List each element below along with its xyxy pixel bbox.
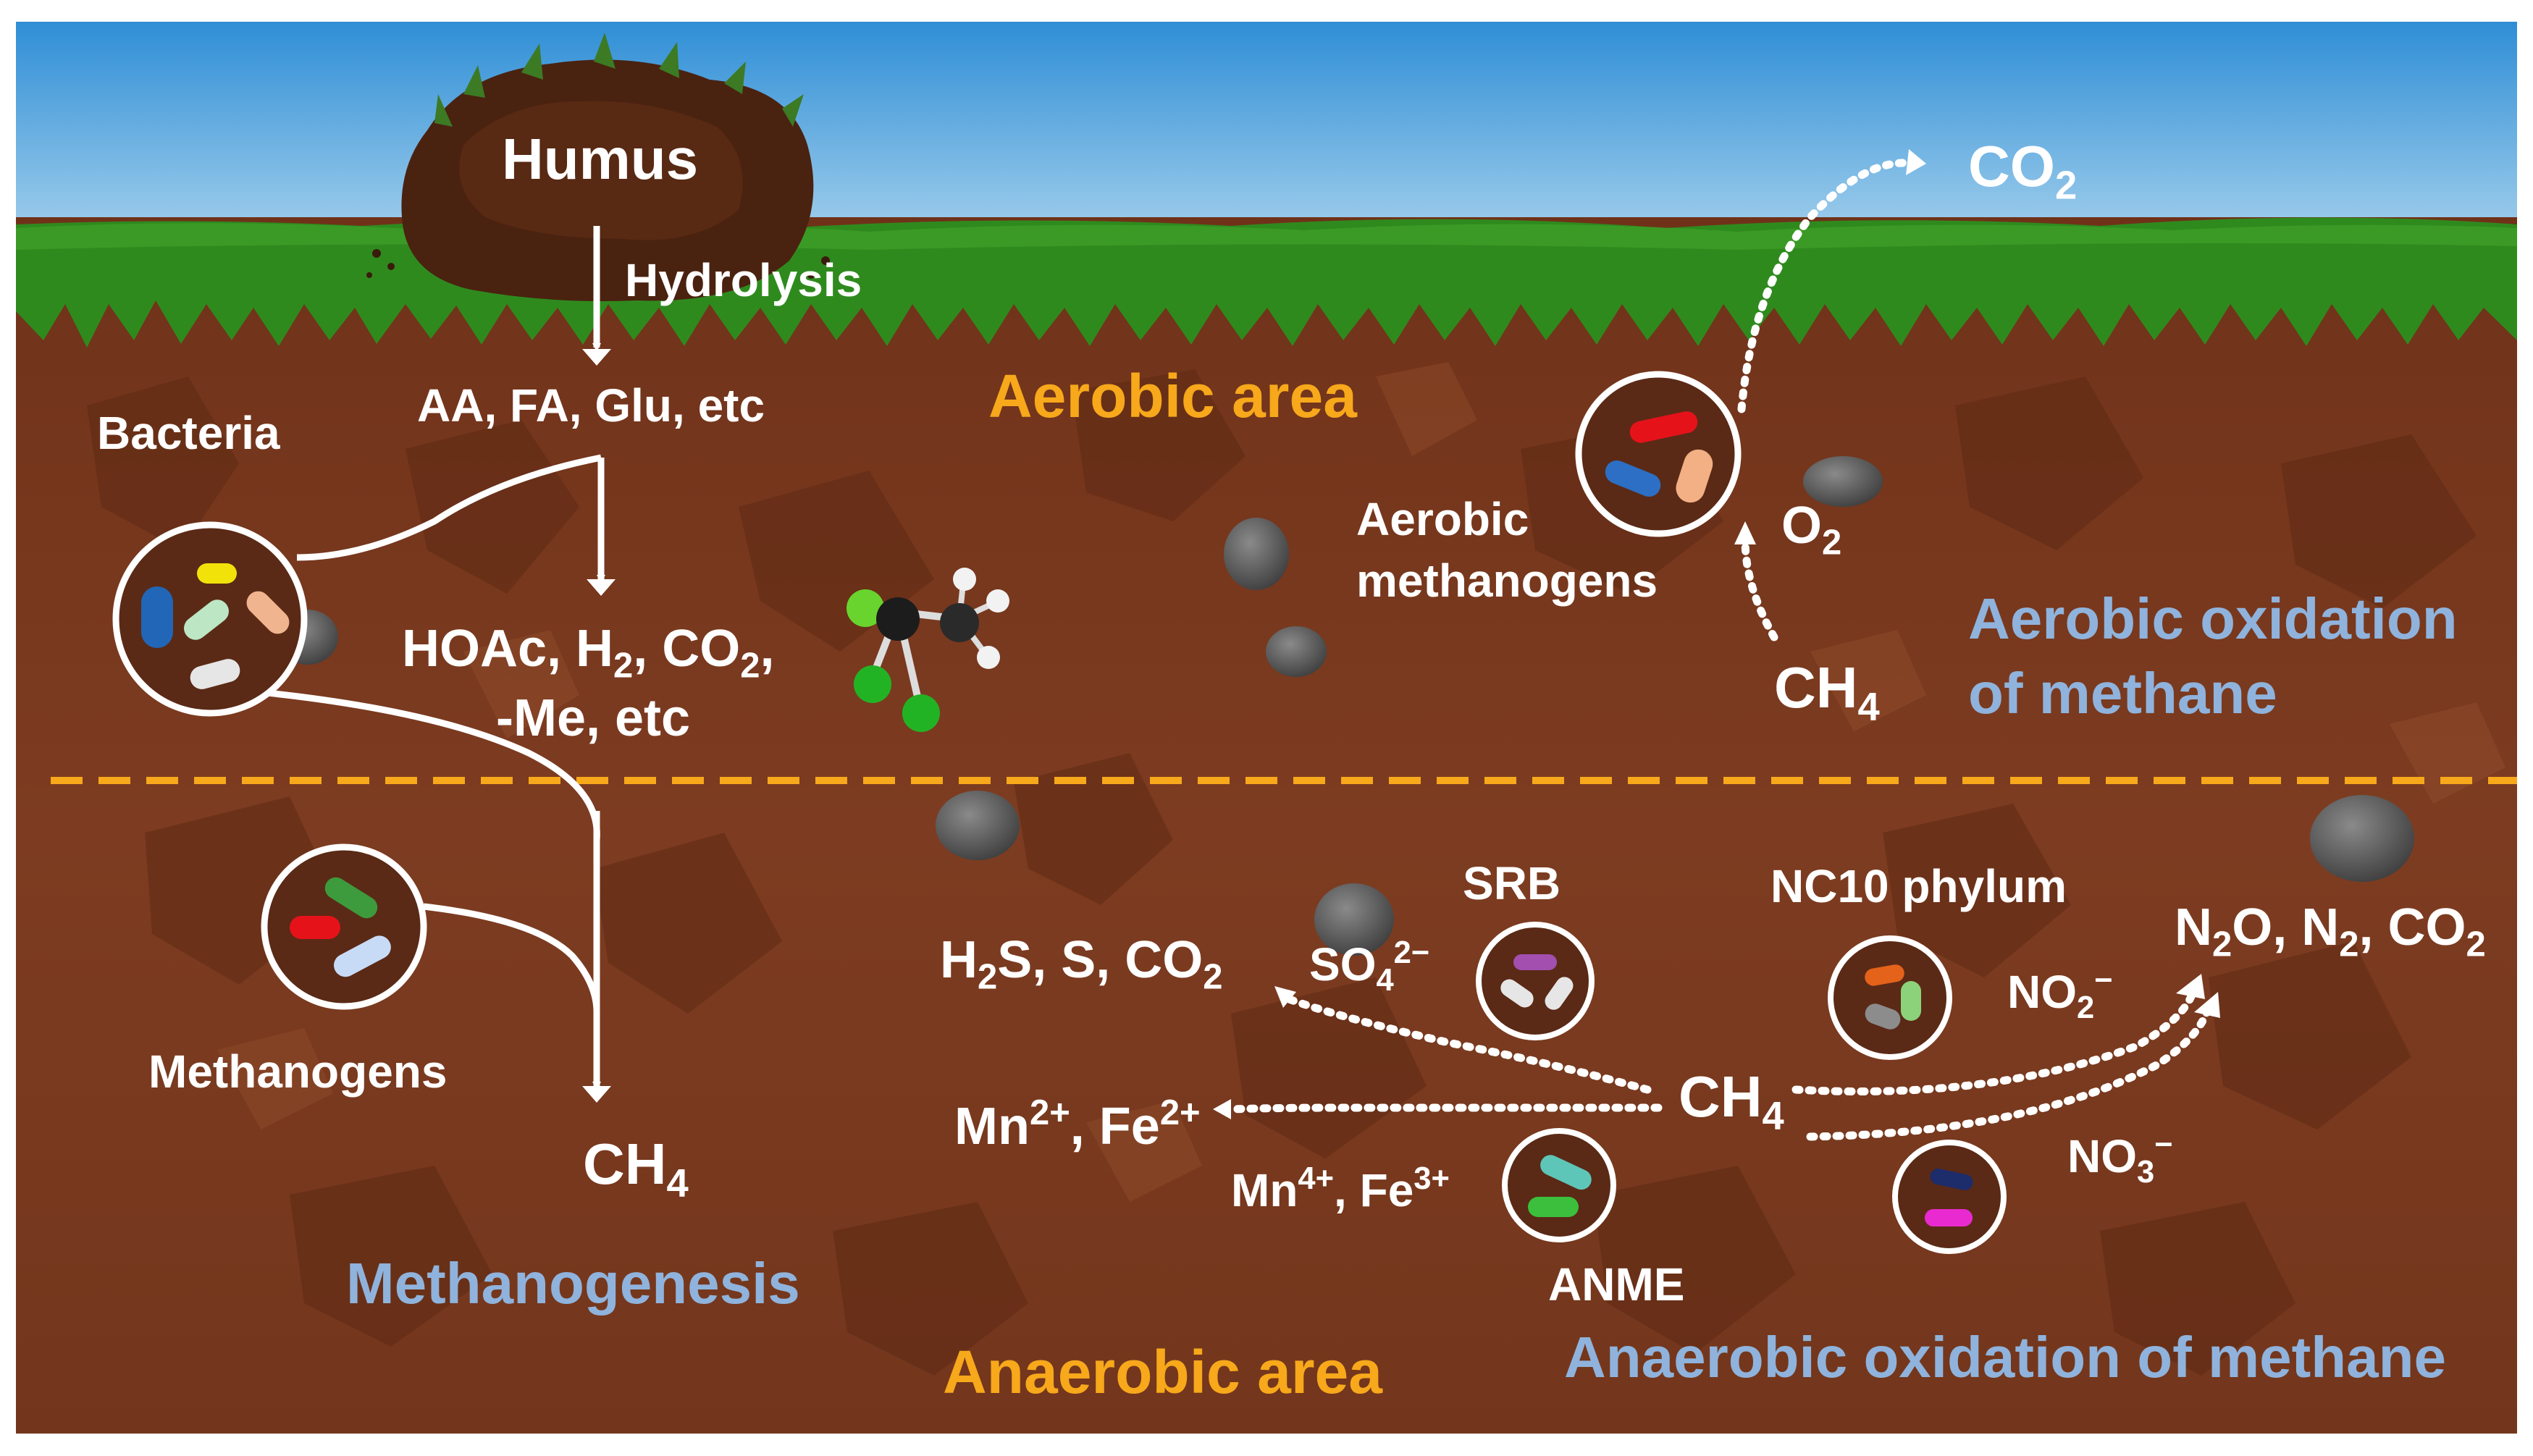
hydrolysis-products-label: AA, FA, Glu, etc — [417, 379, 765, 432]
aerobic-oxidation-label-line2: of methane — [1968, 661, 2277, 725]
nitrate-label: NO3− — [2067, 1127, 2173, 1190]
oxidation-pathway-arrows — [1227, 159, 2213, 1141]
metal-oxidants-label: Mn4+, Fe3+ — [1231, 1161, 1450, 1216]
aerobic-methanogens-cluster-icon — [1575, 371, 1742, 537]
methanogenesis-label: Methanogenesis — [346, 1251, 800, 1316]
nc10-cluster-icon — [1828, 935, 1952, 1060]
aerobic-methanogens-label: Aerobic — [1356, 493, 1529, 545]
aerobic-methanogens-label-line2: methanogens — [1356, 555, 1658, 607]
sulfate-label: SO42− — [1309, 935, 1430, 998]
ch4-anaerobic-label: CH4 — [1679, 1064, 1784, 1138]
metal-products-label: Mn2+, Fe2+ — [954, 1093, 1201, 1156]
anme-cluster-icon — [1502, 1128, 1616, 1242]
fermentation-products-label: HOAc, H2, CO2, — [402, 620, 775, 686]
co2-label: CO2 — [1968, 134, 2078, 208]
srb-label: SRB — [1463, 857, 1561, 909]
ch4-aerobic-label: CH4 — [1774, 655, 1880, 729]
methanogens-label: Methanogens — [148, 1045, 448, 1098]
o2-label: O2 — [1781, 497, 1842, 563]
methanogenesis-pathway-arrows — [253, 226, 605, 1090]
chloromethane-molecule-icon — [847, 568, 1009, 732]
aerobic-oxidation-label: Aerobic oxidation — [1968, 586, 2458, 651]
sulfate-products-label: H2S, S, CO2 — [940, 931, 1223, 997]
humus-icon — [366, 33, 830, 302]
anaerobic-area-label: Anaerobic area — [943, 1338, 1382, 1406]
anaerobic-oxidation-label: Anaerobic oxidation of methane — [1564, 1325, 2446, 1389]
hydrolysis-label: Hydrolysis — [625, 254, 862, 306]
nitrite-label: NO2− — [2007, 963, 2113, 1025]
soil-highlights — [217, 362, 2505, 1202]
humus-label: Humus — [502, 127, 699, 191]
nc10-label: NC10 phylum — [1770, 860, 2067, 912]
bacteria-cluster-icon — [112, 521, 308, 717]
nitrate-reducer-cluster-icon — [1892, 1140, 2007, 1254]
methanogens-cluster-icon — [261, 843, 427, 1010]
bacteria-label: Bacteria — [97, 407, 280, 459]
aerobic-area-label: Aerobic area — [988, 362, 1357, 430]
anme-label: ANME — [1548, 1258, 1685, 1310]
ch4-methanogenesis-label: CH4 — [583, 1132, 689, 1205]
nitrogen-products-label: N2O, N2, CO2 — [2175, 899, 2486, 964]
srb-cluster-icon — [1476, 922, 1595, 1040]
fermentation-products-label-line2: -Me, etc — [496, 689, 691, 747]
